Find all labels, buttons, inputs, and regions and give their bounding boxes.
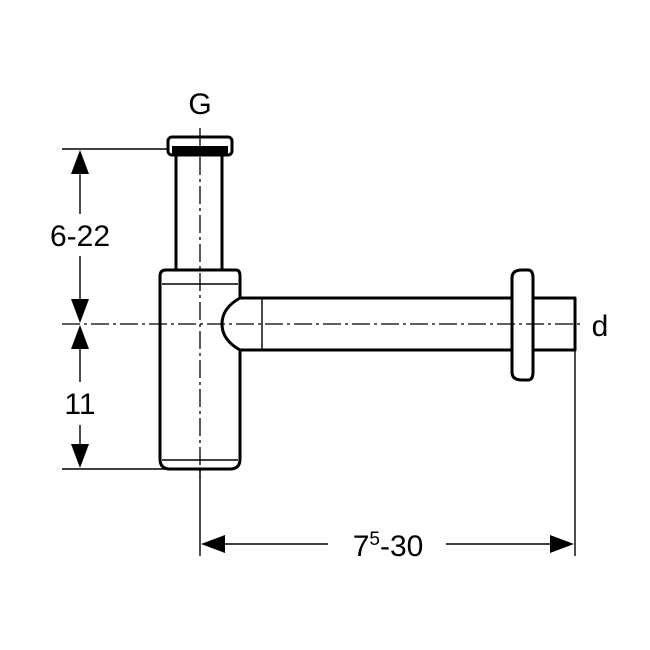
label-connection-g: G [188, 88, 211, 121]
extension-lines [62, 148, 576, 556]
length-arrow-right [550, 535, 574, 553]
centre-lines [62, 128, 582, 478]
lower-height-arrow-bottom [71, 444, 89, 468]
height-range-arrow-bottom [71, 299, 89, 323]
label-height-range: 6-22 [50, 220, 110, 253]
inlet-tube [174, 153, 224, 272]
length-arrow-left [201, 535, 225, 553]
lower-height-arrow-top [71, 325, 89, 349]
dimension-length [201, 535, 574, 553]
height-range-arrow-top [71, 150, 89, 174]
label-diameter-d: d [592, 310, 609, 343]
dimension-lower-height [71, 325, 89, 468]
dimension-height-range [71, 150, 89, 323]
outlet-pipe [220, 268, 577, 382]
label-length: 75-30 [353, 529, 424, 563]
label-length-rest: -30 [380, 530, 423, 563]
label-length-superscript: 5 [369, 529, 380, 550]
label-length-main: 7 [353, 530, 370, 563]
label-lower-height: 11 [64, 388, 95, 421]
wall-rosette [510, 268, 535, 382]
